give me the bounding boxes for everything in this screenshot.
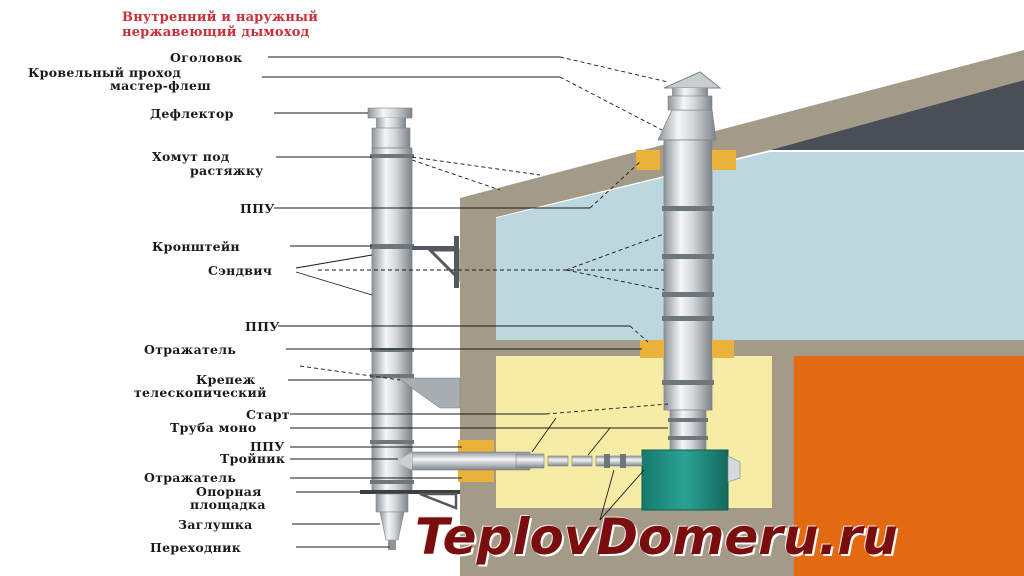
floor-slab	[496, 340, 1024, 356]
label-platform-2: площадка	[190, 497, 266, 512]
label-adapter: Переходник	[150, 540, 242, 555]
boiler	[641, 449, 729, 511]
leader-lines	[262, 56, 669, 548]
label-ppu-top: ППУ	[240, 201, 275, 216]
outer-wall	[460, 198, 496, 576]
master-flash	[657, 109, 717, 141]
label-start: Старт	[246, 407, 290, 422]
pipe-joints	[662, 206, 714, 385]
label-plug: Заглушка	[178, 517, 253, 532]
internal-chimney	[636, 71, 741, 511]
ogolovok-cap	[663, 71, 722, 89]
external-pipe	[371, 147, 413, 494]
label-tee: Тройник	[220, 451, 286, 466]
label-reflector-low: Отражатель	[144, 470, 237, 485]
title-line-2: нержавеющий дымоход	[122, 25, 310, 40]
attic-space	[496, 152, 1024, 340]
label-clamp-1: Хомут под	[152, 149, 230, 164]
external-joints	[370, 154, 414, 484]
support-platform	[360, 490, 460, 494]
boiler-room	[496, 356, 772, 508]
orange-room	[794, 356, 1024, 576]
roof-slab	[460, 50, 1024, 226]
label-telescopic-1: Крепеж	[196, 372, 256, 387]
label-sandwich: Сэндвич	[208, 263, 273, 278]
deflector	[367, 107, 413, 119]
label-ppu-mid: ППУ	[245, 319, 280, 334]
house	[460, 50, 1024, 576]
partition-wall	[772, 356, 794, 576]
label-roof-passage-2: мастер-флеш	[110, 78, 211, 93]
label-clamp-2: растяжку	[190, 163, 264, 178]
watermark: TeplovDomeru.ru	[415, 508, 898, 566]
diagram-title: Внутренний и наружный нержавеющий дымохо…	[122, 10, 318, 40]
label-ppu-low: ППУ	[250, 439, 285, 454]
label-platform-1: Опорная	[196, 484, 262, 499]
adapter-cone	[379, 511, 405, 541]
internal-pipe	[663, 139, 713, 411]
label-reflector-top: Отражатель	[144, 342, 237, 357]
ppu-roof-block	[636, 150, 660, 170]
label-roof-passage-1: Кровельный проход	[28, 65, 182, 80]
external-chimney	[360, 107, 461, 550]
horizontal-flue	[409, 440, 643, 482]
label-ogolovok: Оголовок	[170, 50, 243, 65]
title-line-1: Внутренний и наружный	[122, 10, 319, 25]
telescopic-mount	[397, 377, 461, 409]
label-bracket: Кронштейн	[152, 239, 240, 254]
wall-bracket	[412, 236, 460, 288]
tee-inlet	[396, 452, 412, 470]
label-mono-pipe: Труба моно	[170, 420, 257, 435]
ppu-floor-block	[640, 340, 664, 358]
ground-floor	[496, 508, 772, 576]
label-deflector: Дефлектор	[150, 106, 234, 121]
label-telescopic-2: телескопический	[134, 385, 267, 400]
